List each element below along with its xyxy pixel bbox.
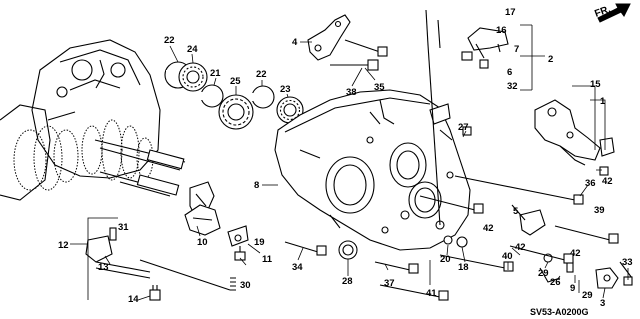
callout-10: 10 xyxy=(197,237,208,248)
callout-2: 2 xyxy=(548,54,553,65)
callout-27: 27 xyxy=(458,122,469,133)
callout-19: 19 xyxy=(254,237,265,248)
transmission-housing xyxy=(274,89,471,251)
long-stud xyxy=(425,9,441,226)
callout-6: 6 xyxy=(507,67,512,78)
callout-labels: 22 24 21 25 22 23 4 35 38 17 16 7 2 6 32… xyxy=(58,7,633,309)
callout-5: 5 xyxy=(513,206,519,217)
diagram-code: SV53-A0200G xyxy=(530,307,589,317)
shift-rod-assembly xyxy=(85,227,231,291)
callout-7: 7 xyxy=(514,44,519,55)
callout-13: 13 xyxy=(98,262,109,273)
callout-21: 21 xyxy=(210,68,221,79)
callout-22-right: 22 xyxy=(256,69,267,80)
bearing-24 xyxy=(178,62,208,92)
mounting-bolts xyxy=(284,126,633,301)
transmission-case-assembly xyxy=(0,39,215,219)
callout-17: 17 xyxy=(505,7,516,18)
callout-25: 25 xyxy=(230,76,241,87)
callout-32: 32 xyxy=(507,81,518,92)
oil-seal xyxy=(338,240,358,260)
callout-36: 36 xyxy=(585,178,596,189)
callout-42-top: 42 xyxy=(602,176,613,187)
callout-38: 38 xyxy=(346,87,357,98)
callout-9: 9 xyxy=(570,283,575,294)
callout-42-mid: 42 xyxy=(483,223,494,234)
callout-11: 11 xyxy=(262,254,273,265)
harness-bracket xyxy=(307,14,351,61)
bolts-35-38 xyxy=(330,39,388,71)
callout-12: 12 xyxy=(58,240,69,251)
shift-lever-bracket xyxy=(534,99,615,166)
callout-20: 20 xyxy=(440,254,451,265)
callout-31: 31 xyxy=(118,222,129,233)
breather-assembly xyxy=(461,27,509,69)
callout-41: 41 xyxy=(426,288,437,299)
callout-33: 33 xyxy=(622,257,633,268)
shift-fork xyxy=(184,204,221,236)
callout-3: 3 xyxy=(600,298,605,309)
callout-4: 4 xyxy=(292,37,298,48)
callout-29-left: 29 xyxy=(538,268,549,279)
direction-label: FR. xyxy=(593,4,612,20)
callout-30: 30 xyxy=(240,280,251,291)
callout-15: 15 xyxy=(590,79,601,90)
bearing-25 xyxy=(218,94,254,130)
callout-26: 26 xyxy=(550,277,561,288)
forward-direction-arrow xyxy=(597,3,631,23)
snap-ring-22-right xyxy=(251,85,275,109)
callout-22-left: 22 xyxy=(164,35,175,46)
leader-lines xyxy=(70,24,629,301)
callout-42-low: 42 xyxy=(515,242,526,253)
callout-42-right: 42 xyxy=(570,248,581,259)
callout-8: 8 xyxy=(254,180,259,191)
callout-1: 1 xyxy=(600,96,606,107)
sensor-assembly xyxy=(539,253,633,289)
callout-16: 16 xyxy=(496,25,507,36)
callout-18: 18 xyxy=(458,262,469,273)
detent-spring-and-pin xyxy=(149,277,236,301)
callout-39: 39 xyxy=(594,205,605,216)
callout-35: 35 xyxy=(374,82,385,93)
shift-guide-bracket xyxy=(227,225,249,261)
snap-ring-21 xyxy=(200,84,224,108)
callout-24: 24 xyxy=(187,44,198,55)
callout-28: 28 xyxy=(342,276,353,287)
callout-34: 34 xyxy=(292,262,303,273)
callout-37: 37 xyxy=(384,278,395,289)
bracket-5 xyxy=(511,204,546,236)
callout-23: 23 xyxy=(280,84,291,95)
callout-40: 40 xyxy=(502,251,513,262)
callout-29-right: 29 xyxy=(582,290,593,301)
callout-14: 14 xyxy=(128,294,139,305)
